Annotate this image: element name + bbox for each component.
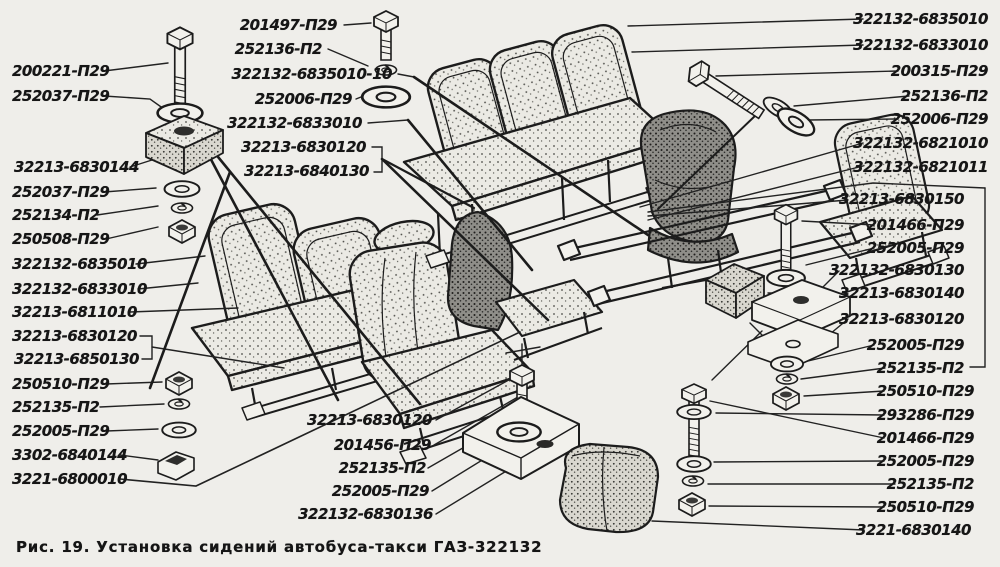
- part-label: 32213-6811010: [12, 303, 137, 321]
- part-label: 3221-6830140: [855, 521, 972, 539]
- seat-driver: [348, 219, 536, 465]
- part-label: 250510-П29: [876, 498, 975, 516]
- rubber-cushion-icon: [558, 442, 660, 534]
- nut-icon: [772, 386, 800, 411]
- lock-washer-icon: [681, 475, 705, 487]
- lock-washer-icon: [170, 202, 194, 214]
- bolt-icon: [373, 10, 399, 61]
- part-label: 250508-П29: [12, 230, 110, 248]
- part-label: 252135-П2: [12, 398, 100, 416]
- part-label: 252005-П29: [866, 239, 965, 257]
- part-label: 322132-6835010-10: [231, 65, 392, 83]
- washer-icon: [769, 355, 805, 373]
- part-label: 200315-П29: [890, 62, 989, 80]
- part-label: 250510-П29: [876, 382, 975, 400]
- emphasis-leader-lines: [148, 75, 758, 406]
- part-label: 32213-6830120: [839, 310, 964, 328]
- washer-icon: [163, 180, 201, 198]
- washer-icon: [496, 421, 542, 443]
- part-label: 252134-П2: [12, 206, 100, 224]
- nut-icon: [168, 219, 196, 244]
- part-label: 322132-6833010: [12, 280, 147, 298]
- part-label: 32213-6830140: [839, 284, 964, 302]
- part-label: 322132-6833010: [227, 114, 362, 132]
- washer-icon: [676, 403, 712, 421]
- part-label: 252135-П2: [338, 459, 427, 477]
- part-label: 252135-П2: [876, 359, 965, 377]
- part-label: 32213-6830120: [241, 138, 366, 156]
- part-label: 252005-П29: [876, 452, 975, 470]
- part-label: 322132-6830130: [829, 261, 964, 279]
- part-label: 252136-П2: [900, 87, 989, 105]
- part-label: 322132-6821010: [853, 134, 988, 152]
- part-label: 3221-6800010: [12, 470, 128, 488]
- part-label: 32213-6850130: [14, 350, 139, 368]
- washer-icon: [161, 421, 197, 439]
- part-label: 32213-6830150: [839, 190, 964, 208]
- part-label: 322132-6835010: [12, 255, 147, 273]
- part-label: 201466-П29: [876, 429, 975, 447]
- part-label: 32213-6840130: [244, 162, 369, 180]
- lock-washer-icon: [167, 398, 191, 410]
- part-label: 252005-П29: [331, 482, 430, 500]
- part-label: 3302-6840144: [12, 446, 128, 464]
- part-label: 322132-6830136: [298, 505, 433, 523]
- bracket-plate-icon: [747, 319, 839, 370]
- part-label: 252005-П29: [866, 336, 965, 354]
- part-label: 293286-П29: [876, 406, 975, 424]
- part-label: 252037-П29: [12, 87, 110, 105]
- bracket-icon: [751, 279, 851, 339]
- leader-lines: [96, 18, 986, 531]
- part-label: 252136-П2: [234, 40, 323, 58]
- clip-icon: [157, 451, 195, 481]
- part-label: 252037-П29: [12, 183, 110, 201]
- part-label: 200221-П29: [12, 62, 110, 80]
- figure-caption: Рис. 19. Установка сидений автобуса-такс…: [16, 538, 543, 556]
- lock-washer-icon: [775, 373, 799, 385]
- rubber-block-icon: [145, 115, 224, 175]
- seat-folded: [639, 109, 740, 289]
- part-label: 322132-6835010: [853, 10, 988, 28]
- seat-bench-triple: [402, 24, 678, 269]
- part-label: 322132-6821011: [853, 158, 988, 176]
- rubber-block-icon: [705, 263, 765, 319]
- washer-icon: [772, 101, 820, 143]
- bolt-icon: [681, 383, 707, 464]
- part-label: 252005-П29: [12, 422, 110, 440]
- nut-icon: [678, 492, 706, 517]
- part-label: 252006-П29: [890, 110, 989, 128]
- part-label: 201466-П29: [866, 216, 965, 234]
- part-label: 322132-6833010: [853, 36, 988, 54]
- washer-icon: [360, 85, 412, 109]
- part-label: 250510-П29: [12, 375, 110, 393]
- nut-icon: [165, 371, 193, 396]
- part-label: 32213-6830120: [307, 411, 432, 429]
- part-label: 252006-П29: [254, 90, 353, 108]
- washer-icon: [676, 455, 712, 473]
- part-label: 201456-П29: [333, 436, 432, 454]
- part-label: 201497-П29: [239, 16, 338, 34]
- seat-jump-center: [446, 210, 604, 361]
- part-label: 252135-П2: [886, 475, 975, 493]
- part-label: 32213-6830120: [12, 327, 137, 345]
- bracket-hole: [536, 440, 554, 448]
- part-label: 32213-6830144: [14, 158, 139, 176]
